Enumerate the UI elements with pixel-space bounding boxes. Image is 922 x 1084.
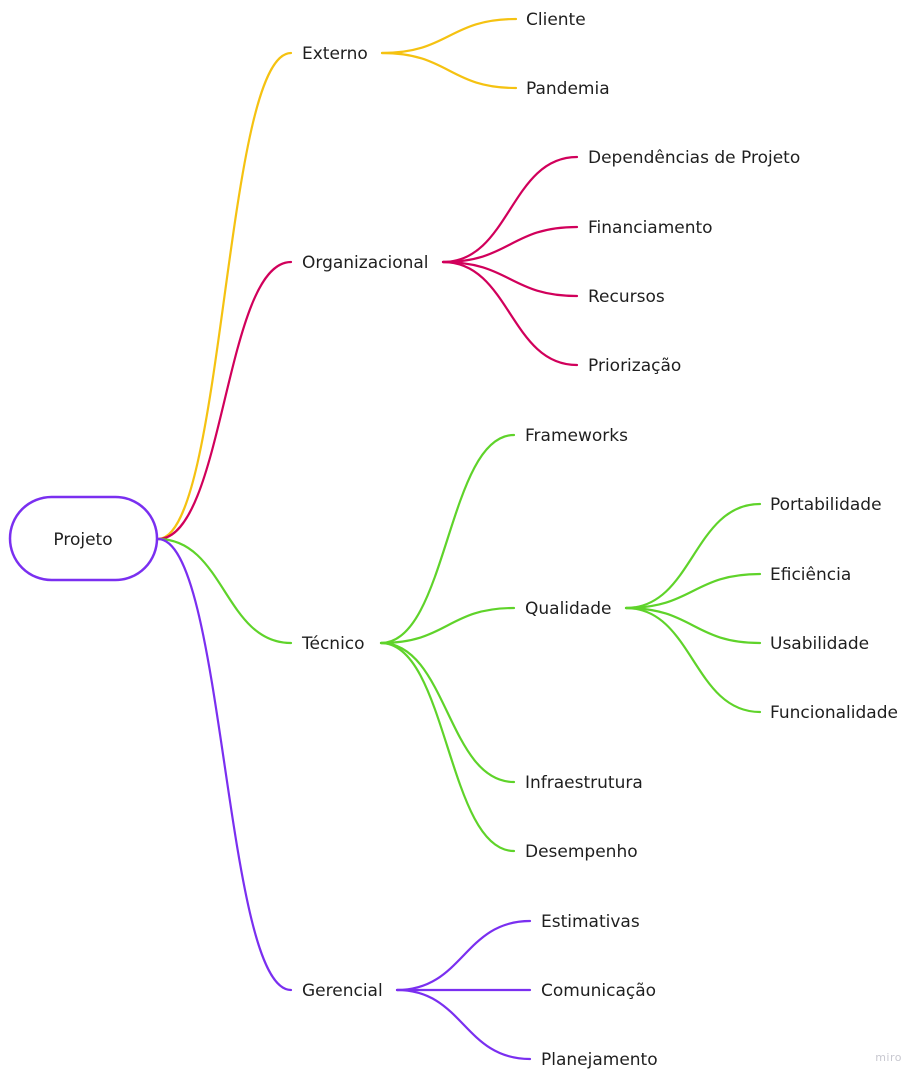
edge-ger-estimativas [395, 919, 532, 992]
node-desempenho[interactable]: Desempenho [525, 842, 638, 862]
edge-org-dependencias [441, 155, 579, 264]
connector-lines [156, 17, 762, 1061]
edge-org-recursos [441, 260, 579, 298]
edge-root-externo [156, 51, 293, 541]
edge-qual-usabilidade [624, 606, 762, 645]
edge-tec-qualidade [379, 606, 516, 645]
edge-tec-frameworks [379, 433, 516, 645]
edge-tec-desempenho [379, 641, 516, 853]
node-dependencias-de-projeto[interactable]: Dependências de Projeto [588, 148, 800, 168]
node-infraestrutura[interactable]: Infraestrutura [525, 773, 643, 793]
node-pandemia[interactable]: Pandemia [526, 79, 610, 99]
edge-root-tecnico [156, 537, 293, 645]
node-recursos[interactable]: Recursos [588, 287, 665, 307]
edge-externo-cliente [380, 17, 518, 55]
node-frameworks[interactable]: Frameworks [525, 426, 628, 446]
edge-qual-funcionalidade [624, 606, 762, 714]
node-estimativas[interactable]: Estimativas [541, 912, 640, 932]
node-eficiencia[interactable]: Eficiência [770, 565, 851, 585]
edge-ger-planejamento [395, 988, 532, 1061]
edge-tec-infraestrutura [379, 641, 516, 784]
miro-watermark: miro [875, 1051, 902, 1064]
root-label: Projeto [53, 530, 112, 550]
root-node[interactable] [8, 495, 159, 582]
edge-root-gerencial [156, 537, 293, 992]
node-tecnico[interactable]: Técnico [301, 634, 365, 654]
edge-org-financiamento [441, 225, 579, 264]
node-funcionalidade[interactable]: Funcionalidade [770, 703, 898, 723]
node-portabilidade[interactable]: Portabilidade [770, 495, 882, 515]
node-usabilidade[interactable]: Usabilidade [770, 634, 869, 654]
node-comunicacao[interactable]: Comunicação [541, 981, 656, 1001]
edge-qual-portabilidade [624, 502, 762, 610]
node-financiamento[interactable]: Financiamento [588, 218, 713, 238]
node-gerencial[interactable]: Gerencial [302, 981, 383, 1001]
edge-qual-eficiencia [624, 572, 762, 610]
node-externo[interactable]: Externo [302, 44, 368, 64]
node-priorizacao[interactable]: Priorização [588, 356, 681, 376]
edge-externo-pandemia [380, 51, 518, 90]
node-cliente[interactable]: Cliente [526, 10, 586, 30]
node-organizacional[interactable]: Organizacional [302, 253, 429, 273]
node-planejamento[interactable]: Planejamento [541, 1050, 658, 1070]
edge-root-organizacional [156, 260, 293, 541]
node-qualidade[interactable]: Qualidade [525, 599, 611, 619]
edge-org-priorizacao [441, 260, 579, 367]
